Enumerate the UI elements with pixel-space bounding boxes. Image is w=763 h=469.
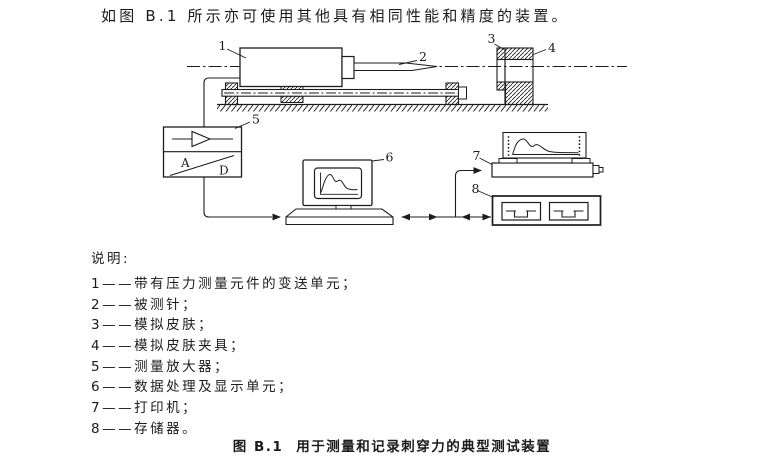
legend-item: 1——带有压力测量元件的变送单元；: [91, 276, 359, 292]
carriage-lower: [280, 95, 304, 103]
printer-foot-right: [571, 158, 591, 164]
figure-caption: 图 B.1 用于测量和记录刺穿力的典型测试装置: [233, 435, 552, 455]
measuring-amplifier: A D: [162, 126, 243, 178]
legend-heading: 说明:: [91, 251, 131, 267]
wire-branch-to-printer: [454, 169, 474, 217]
leader-lines: [226, 43, 547, 198]
drive-slot-left: [501, 201, 542, 221]
paper-force-curve: [512, 138, 579, 155]
clamp-bottom-left: [496, 81, 507, 91]
legend-item: 4——模拟皮肤夹具；: [91, 338, 247, 355]
ad-label-d: D: [219, 164, 229, 178]
wire-computer-to-peripherals: [401, 167, 491, 221]
arrow-right-icon: [473, 167, 482, 174]
printer: [491, 131, 604, 178]
needle: [353, 62, 438, 71]
screen-axes: [320, 172, 358, 195]
part-label-4: 4: [548, 40, 556, 55]
ad-divider: [169, 155, 235, 176]
wire-amplifier-to-computer: [203, 177, 281, 221]
part-label-6: 6: [386, 150, 394, 165]
drive-slot-symbols: [506, 210, 584, 218]
wire-transducer-to-amplifier: [203, 77, 240, 127]
printer-paper: [502, 131, 587, 159]
amplifier-symbol: [191, 130, 212, 148]
part-label-3: 3: [488, 31, 496, 46]
ad-label-a: A: [180, 156, 190, 170]
skin-clamp: [496, 47, 534, 106]
clamp-bottom-right: [504, 81, 534, 106]
arrow-right-icon: [429, 213, 438, 221]
figure-title: 用于测量和记录刺穿力的典型测试装置: [296, 439, 552, 455]
clamp-top-bar: [496, 47, 534, 61]
arrow-left-icon: [461, 213, 470, 221]
part-label-8: 8: [472, 181, 480, 196]
arrow-right-icon: [272, 213, 281, 221]
legend-item: 8——存储器。: [91, 420, 199, 437]
needle-coupler: [341, 55, 355, 80]
screen-force-curve: [320, 173, 358, 194]
data-processing-display-unit: [285, 159, 394, 226]
arrow-right-icon: [482, 213, 491, 221]
legend-item: 3——模拟皮肤；: [91, 317, 215, 334]
legend-item: 5——测量放大器；: [91, 358, 231, 375]
tractor-feed-dots: [507, 136, 581, 156]
drive-slot-right: [548, 201, 589, 221]
part-label-5: 5: [252, 112, 260, 127]
rail-end-tab: [458, 86, 467, 100]
printer-body: [491, 162, 594, 178]
legend-item: 2——被测针；: [91, 296, 199, 313]
legend-item: 7——打印机；: [91, 400, 199, 417]
printer-foot-left: [498, 158, 518, 164]
figure-number: 图 B.1: [232, 439, 284, 455]
part-label-2: 2: [419, 49, 427, 64]
screen: [313, 167, 363, 200]
part-label-7: 7: [473, 148, 481, 163]
platen-knob: [592, 165, 600, 174]
transducer-unit: [239, 47, 355, 88]
arrow-left-icon: [401, 213, 410, 221]
legend: 说明: 1——带有压力测量元件的变送单元； 2——被测针； 3——模拟皮肤； 4…: [91, 251, 358, 440]
part-label-1: 1: [219, 38, 227, 53]
legend-item: 6——数据处理及显示单元；: [91, 379, 295, 396]
ground: [217, 103, 548, 112]
storage-unit: [491, 195, 602, 226]
intro-paragraph: 如图 B.1 所示亦可使用其他具有相同性能和精度的装置。: [101, 7, 570, 25]
